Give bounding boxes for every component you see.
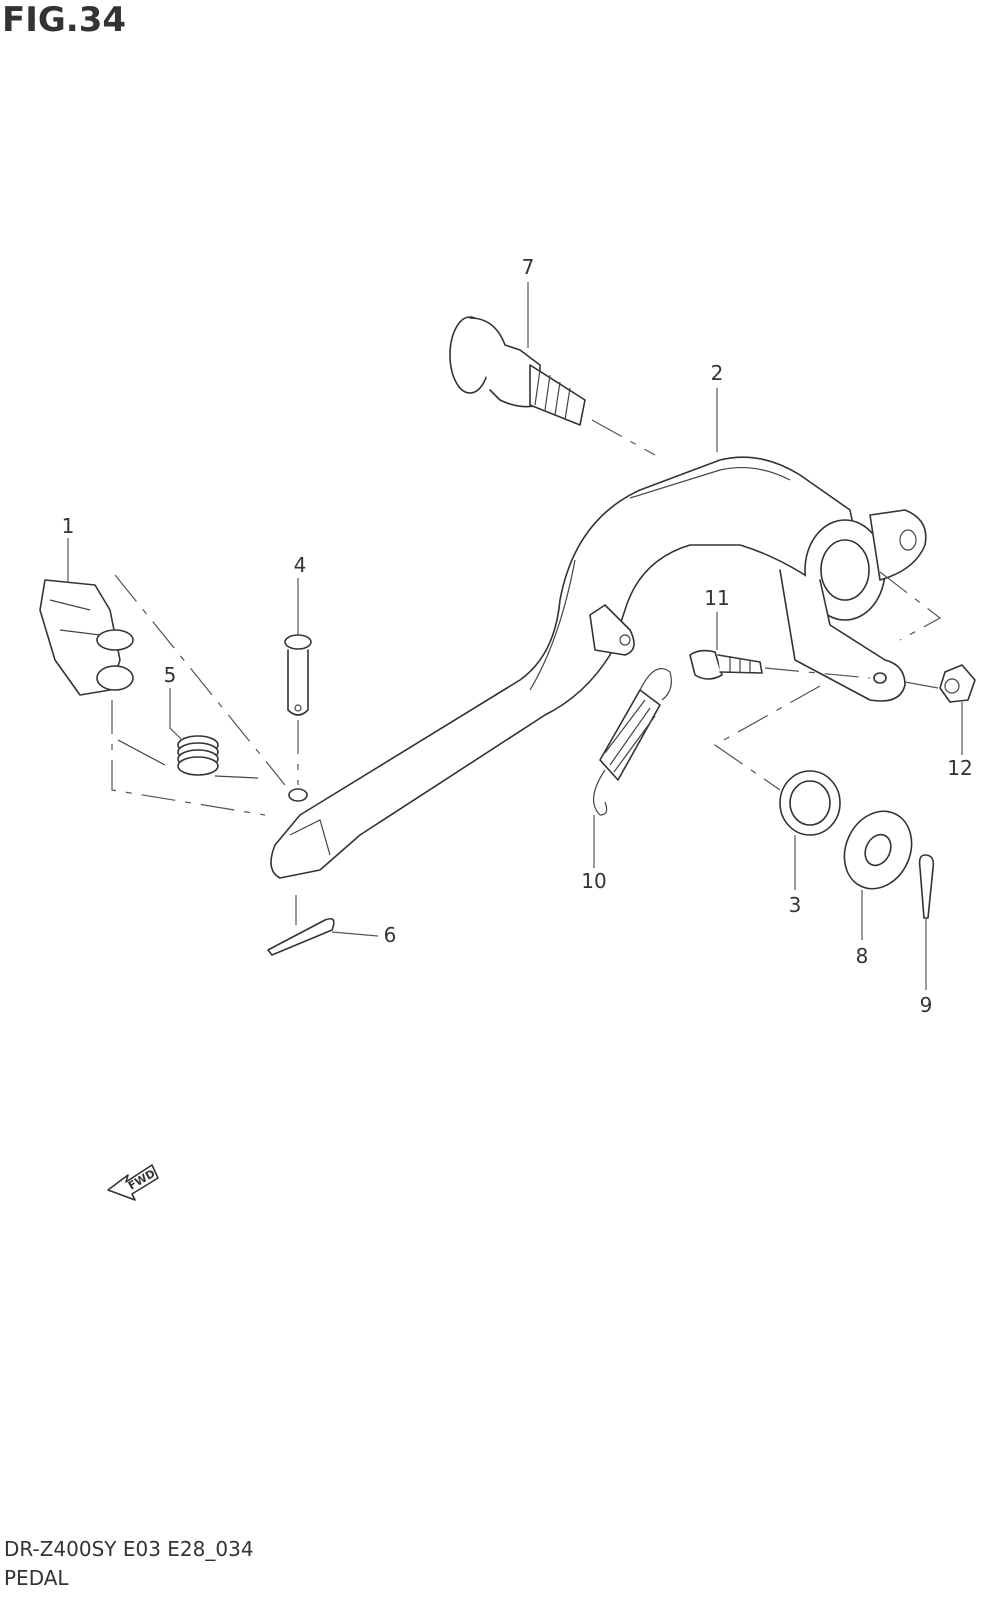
callout-4: 4 xyxy=(294,553,307,577)
callout-5: 5 xyxy=(164,663,177,687)
pedal-bracket xyxy=(39,579,134,696)
callout-10: 10 xyxy=(581,869,606,893)
forward-arrow-icon: FWD xyxy=(107,1164,159,1201)
callout-11: 11 xyxy=(704,586,729,610)
clevis-pin xyxy=(284,634,312,716)
callout-3: 3 xyxy=(789,893,802,917)
callout-7: 7 xyxy=(522,255,535,279)
callout-8: 8 xyxy=(856,944,869,968)
oil-seal xyxy=(779,770,841,836)
section-name: PEDAL xyxy=(4,1566,69,1590)
washer xyxy=(843,810,913,890)
tension-spring xyxy=(593,668,672,816)
pivot-bolt xyxy=(449,316,586,426)
callout-1: 1 xyxy=(62,514,75,538)
figure-title: FIG.34 xyxy=(2,0,127,40)
clevis-bolt xyxy=(689,649,763,680)
hex-nut xyxy=(939,664,976,703)
callout-6: 6 xyxy=(384,923,397,947)
callout-12: 12 xyxy=(947,756,972,780)
brake-pedal-arm xyxy=(270,456,927,879)
torsion-spring xyxy=(117,735,259,779)
assembly-lines xyxy=(111,419,942,925)
cotter-pin-large xyxy=(918,854,935,919)
callout-2: 2 xyxy=(711,361,724,385)
callout-labels: 1 2 3 4 5 6 7 8 9 10 11 12 xyxy=(62,255,973,1017)
leader-lines xyxy=(67,282,963,990)
cotter-pin-small xyxy=(267,917,335,956)
callout-9: 9 xyxy=(920,993,933,1017)
model-code: DR-Z400SY E03 E28_034 xyxy=(4,1537,254,1561)
